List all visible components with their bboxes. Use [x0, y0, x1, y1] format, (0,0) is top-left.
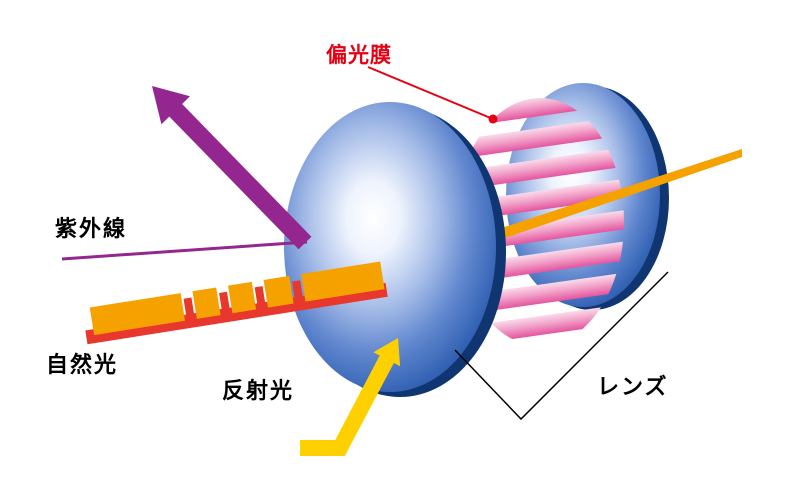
label-reflected-light: 反射光: [222, 378, 294, 403]
label-natural-light: 自然光: [46, 352, 118, 377]
beam-orange-segment: [263, 275, 294, 308]
film-leader-line: [367, 66, 494, 120]
beam-orange-segment: [89, 293, 186, 336]
film-stripe: [456, 268, 624, 317]
label-uv: 紫外線: [55, 216, 127, 241]
uv-arrow: [152, 86, 312, 250]
lens-bracket-line: [454, 271, 669, 421]
beam-orange-segment: [301, 261, 385, 302]
front-lens-face: [284, 102, 496, 392]
film-leader-dot: [488, 114, 498, 124]
front-lens: [284, 102, 506, 397]
beam-red-sliver: [254, 286, 267, 312]
film-stripe: [456, 114, 624, 164]
label-polarizing-film: 偏光膜: [326, 43, 392, 67]
beam-orange-segment: [192, 287, 221, 319]
beam-red-sliver: [292, 280, 304, 306]
beam-red-sliver: [219, 291, 231, 317]
reflected-light-arrow: [300, 338, 401, 456]
uv-arrow-tail-line: [61, 240, 308, 261]
label-lens: レンズ: [597, 374, 669, 399]
beam-orange-segment: [228, 281, 257, 314]
natural-light-beam: [85, 261, 388, 345]
beam-red-sliver: [183, 297, 196, 323]
